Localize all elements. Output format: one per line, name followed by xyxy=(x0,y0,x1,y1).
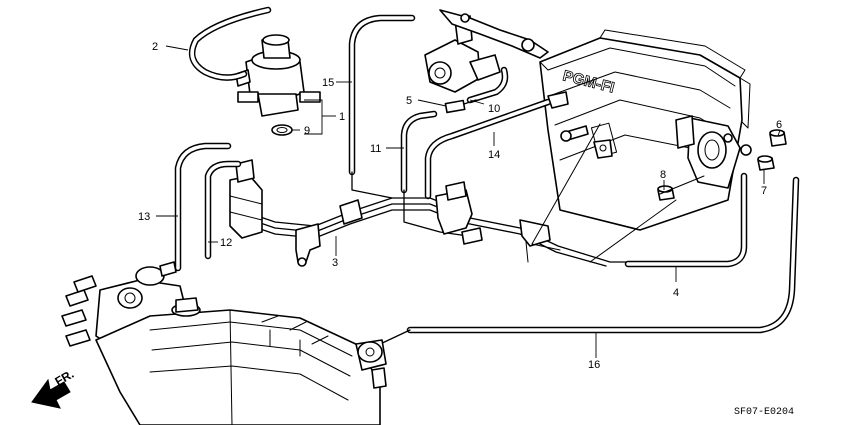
intake-manifold-cover: PGM-FI xyxy=(539,29,751,231)
joint-7 xyxy=(757,155,775,171)
callout-5: 5 xyxy=(406,95,412,107)
callout-1: 1 xyxy=(339,111,345,123)
callout-9: 9 xyxy=(304,125,310,137)
callout-11: 11 xyxy=(370,143,381,155)
callout-15: 15 xyxy=(322,77,334,89)
check-valve-5 xyxy=(444,99,477,114)
callout-13: 13 xyxy=(138,211,150,223)
callout-12: 12 xyxy=(220,237,232,249)
hose-10 xyxy=(466,66,509,104)
callout-4: 4 xyxy=(673,287,679,299)
lower-intake-manifold xyxy=(95,297,381,425)
tube-15 xyxy=(348,14,416,176)
hose-14 xyxy=(424,91,569,200)
o-ring-9 xyxy=(271,124,293,136)
hose-13 xyxy=(174,142,232,272)
purge-control-valve xyxy=(235,34,321,117)
callout-10: 10 xyxy=(488,103,500,115)
callout-6: 6 xyxy=(776,119,782,131)
assembly-leaders xyxy=(531,123,705,263)
joint-8 xyxy=(657,185,675,201)
callout-16: 16 xyxy=(588,359,600,371)
callout-14: 14 xyxy=(488,149,500,161)
callout-labels: 2 1 9 15 5 10 11 14 13 12 3 4 6 7 8 16 xyxy=(138,41,782,371)
callout-7: 7 xyxy=(761,185,767,197)
fuel-pressure-regulator xyxy=(355,339,387,389)
hose-2 xyxy=(188,6,272,81)
callout-2: 2 xyxy=(152,41,158,53)
throttle-body xyxy=(675,115,752,189)
callout-8: 8 xyxy=(660,169,666,181)
pipe-assembly-3 xyxy=(239,171,627,267)
front-direction-arrow-icon: FR. xyxy=(31,367,77,409)
diagram-code: SF07-E0204 xyxy=(734,407,794,418)
left-connector-block xyxy=(229,159,263,239)
hose-12 xyxy=(204,160,242,260)
callout-leaders xyxy=(156,45,781,358)
cap-6 xyxy=(769,129,787,147)
svg-text:FR.: FR. xyxy=(53,367,77,389)
callout-3: 3 xyxy=(332,257,338,269)
air-valve-assembly xyxy=(424,9,549,93)
bolt-and-clip xyxy=(560,125,613,159)
hose-4 xyxy=(624,172,748,268)
hose-11 xyxy=(400,110,438,194)
